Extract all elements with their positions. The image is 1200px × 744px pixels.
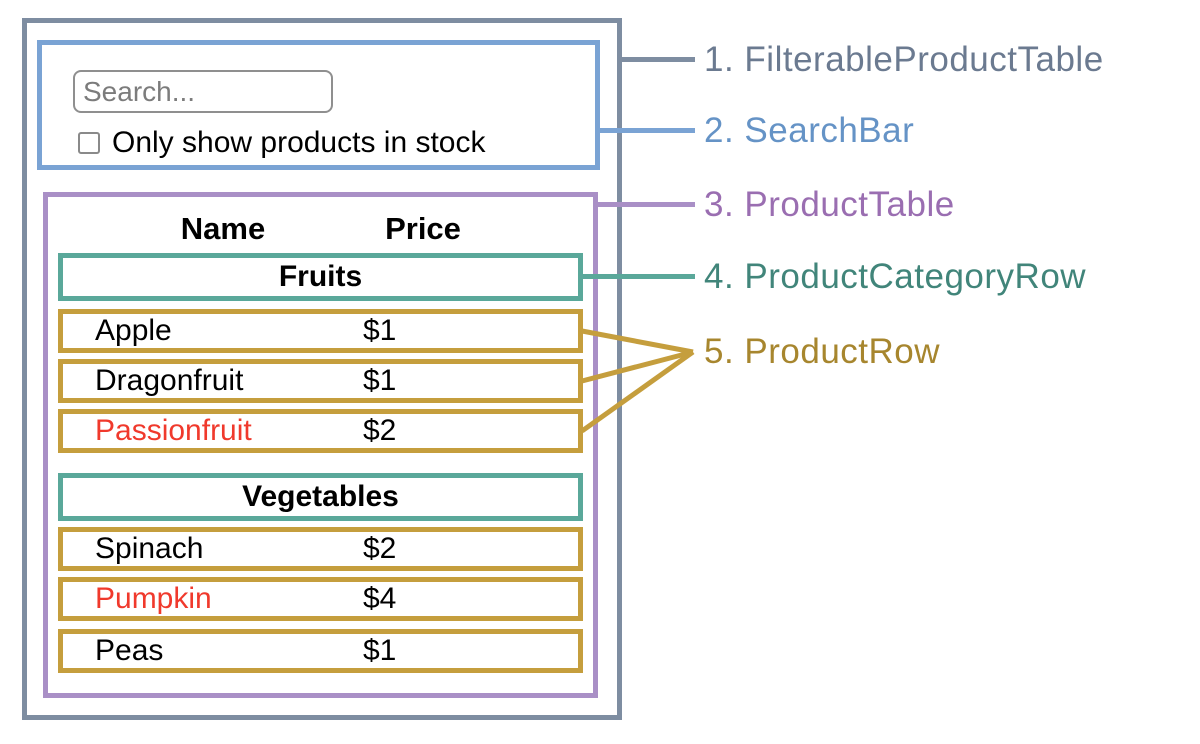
product-table-box	[43, 192, 598, 698]
connector-line-search-bar	[598, 128, 695, 133]
category-label: Fruits	[278, 260, 363, 293]
connector-line-product-category-row	[581, 274, 695, 279]
product-row-spinach: Spinach $2	[58, 527, 583, 571]
product-price: $1	[363, 634, 397, 667]
product-row-apple: Apple $1	[58, 309, 583, 353]
category-row-vegetables: Vegetables	[58, 473, 583, 521]
product-name: Apple	[95, 314, 172, 347]
in-stock-checkbox-label: Only show products in stock	[112, 126, 486, 159]
product-name: Peas	[95, 634, 164, 667]
product-price: $4	[363, 582, 397, 615]
product-price: $2	[363, 532, 397, 565]
connector-line-filterable-product-table	[618, 57, 695, 62]
search-bar-box	[37, 40, 600, 170]
connector-lines-product-row	[580, 328, 695, 434]
product-price: $1	[363, 364, 397, 397]
label-search-bar: 2. SearchBar	[704, 111, 915, 150]
column-header-price: Price	[385, 211, 461, 246]
product-name: Passionfruit	[95, 414, 252, 447]
product-price: $1	[363, 314, 397, 347]
product-row-pumpkin: Pumpkin $4	[58, 577, 583, 621]
label-filterable-product-table: 1. FilterableProductTable	[704, 40, 1104, 79]
category-label: Vegetables	[242, 480, 399, 513]
product-name: Pumpkin	[95, 582, 212, 615]
column-header-name: Name	[180, 211, 266, 246]
product-name: Dragonfruit	[95, 364, 244, 397]
label-product-table: 3. ProductTable	[704, 185, 955, 224]
label-product-category-row: 4. ProductCategoryRow	[704, 257, 1087, 296]
in-stock-checkbox[interactable]	[78, 132, 100, 154]
label-product-row: 5. ProductRow	[704, 332, 941, 371]
search-input[interactable]	[73, 70, 333, 113]
product-price: $2	[363, 414, 397, 447]
product-row-passionfruit: Passionfruit $2	[58, 409, 583, 453]
product-row-dragonfruit: Dragonfruit $1	[58, 359, 583, 403]
connector-line-product-table	[596, 202, 695, 207]
product-name: Spinach	[95, 532, 204, 565]
product-row-peas: Peas $1	[58, 629, 583, 673]
category-row-fruits: Fruits	[58, 253, 583, 301]
